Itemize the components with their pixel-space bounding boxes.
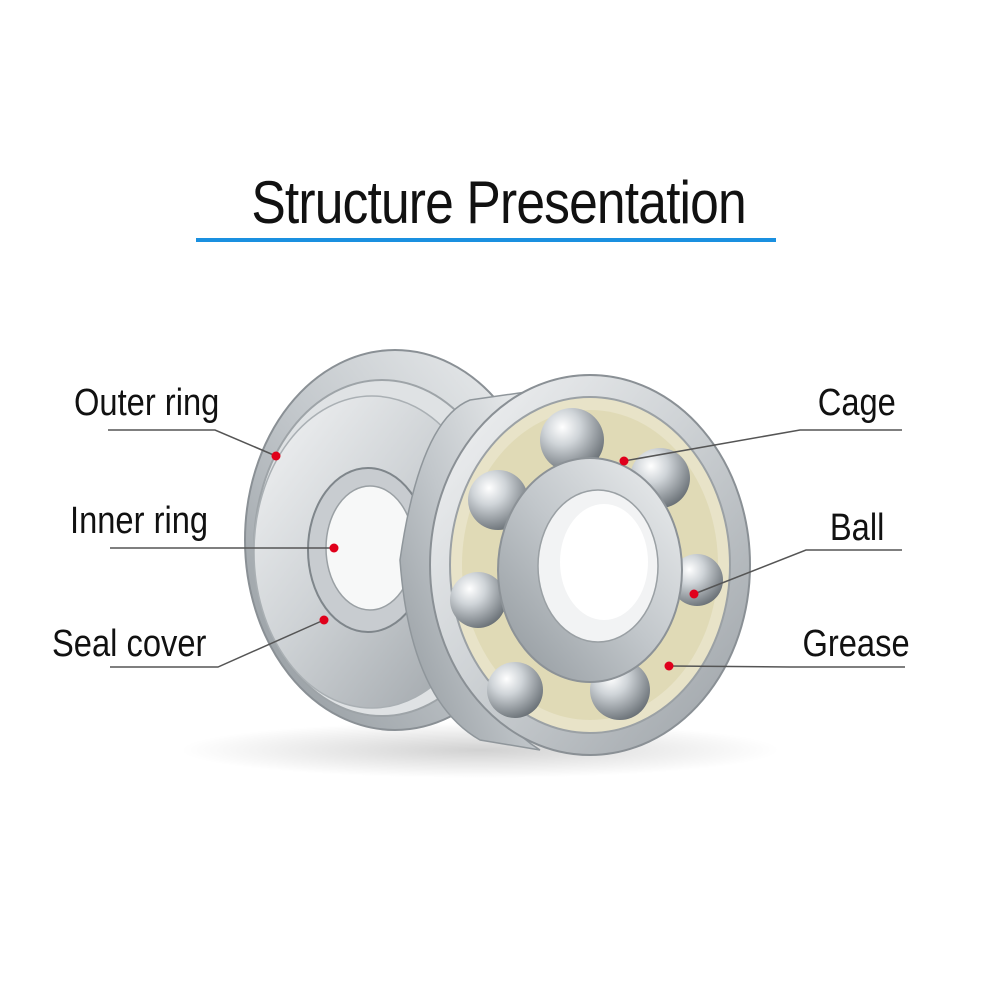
leader-ball [693, 549, 902, 595]
leader-seal-cover [110, 619, 325, 668]
leader-lines [108, 429, 905, 668]
label-ball: Ball [829, 507, 884, 549]
front-bearing [399, 374, 751, 756]
leader-cage [623, 429, 902, 462]
label-grease: Grease [802, 623, 910, 665]
title-underline [196, 238, 776, 242]
label-cage: Cage [817, 382, 896, 424]
page-title: Structure Presentation [251, 169, 746, 236]
marker-seal-cover [319, 615, 329, 625]
marker-dots [271, 451, 699, 671]
marker-inner-ring [329, 543, 339, 553]
label-inner-ring: Inner ring [70, 500, 209, 542]
label-outer-ring: Outer ring [74, 382, 220, 424]
label-seal-cover: Seal cover [52, 623, 207, 665]
leader-outer-ring [108, 429, 277, 457]
leader-grease [668, 665, 905, 668]
marker-grease [664, 661, 674, 671]
marker-cage [619, 456, 629, 466]
marker-outer-ring [271, 451, 281, 461]
marker-ball [689, 589, 699, 599]
